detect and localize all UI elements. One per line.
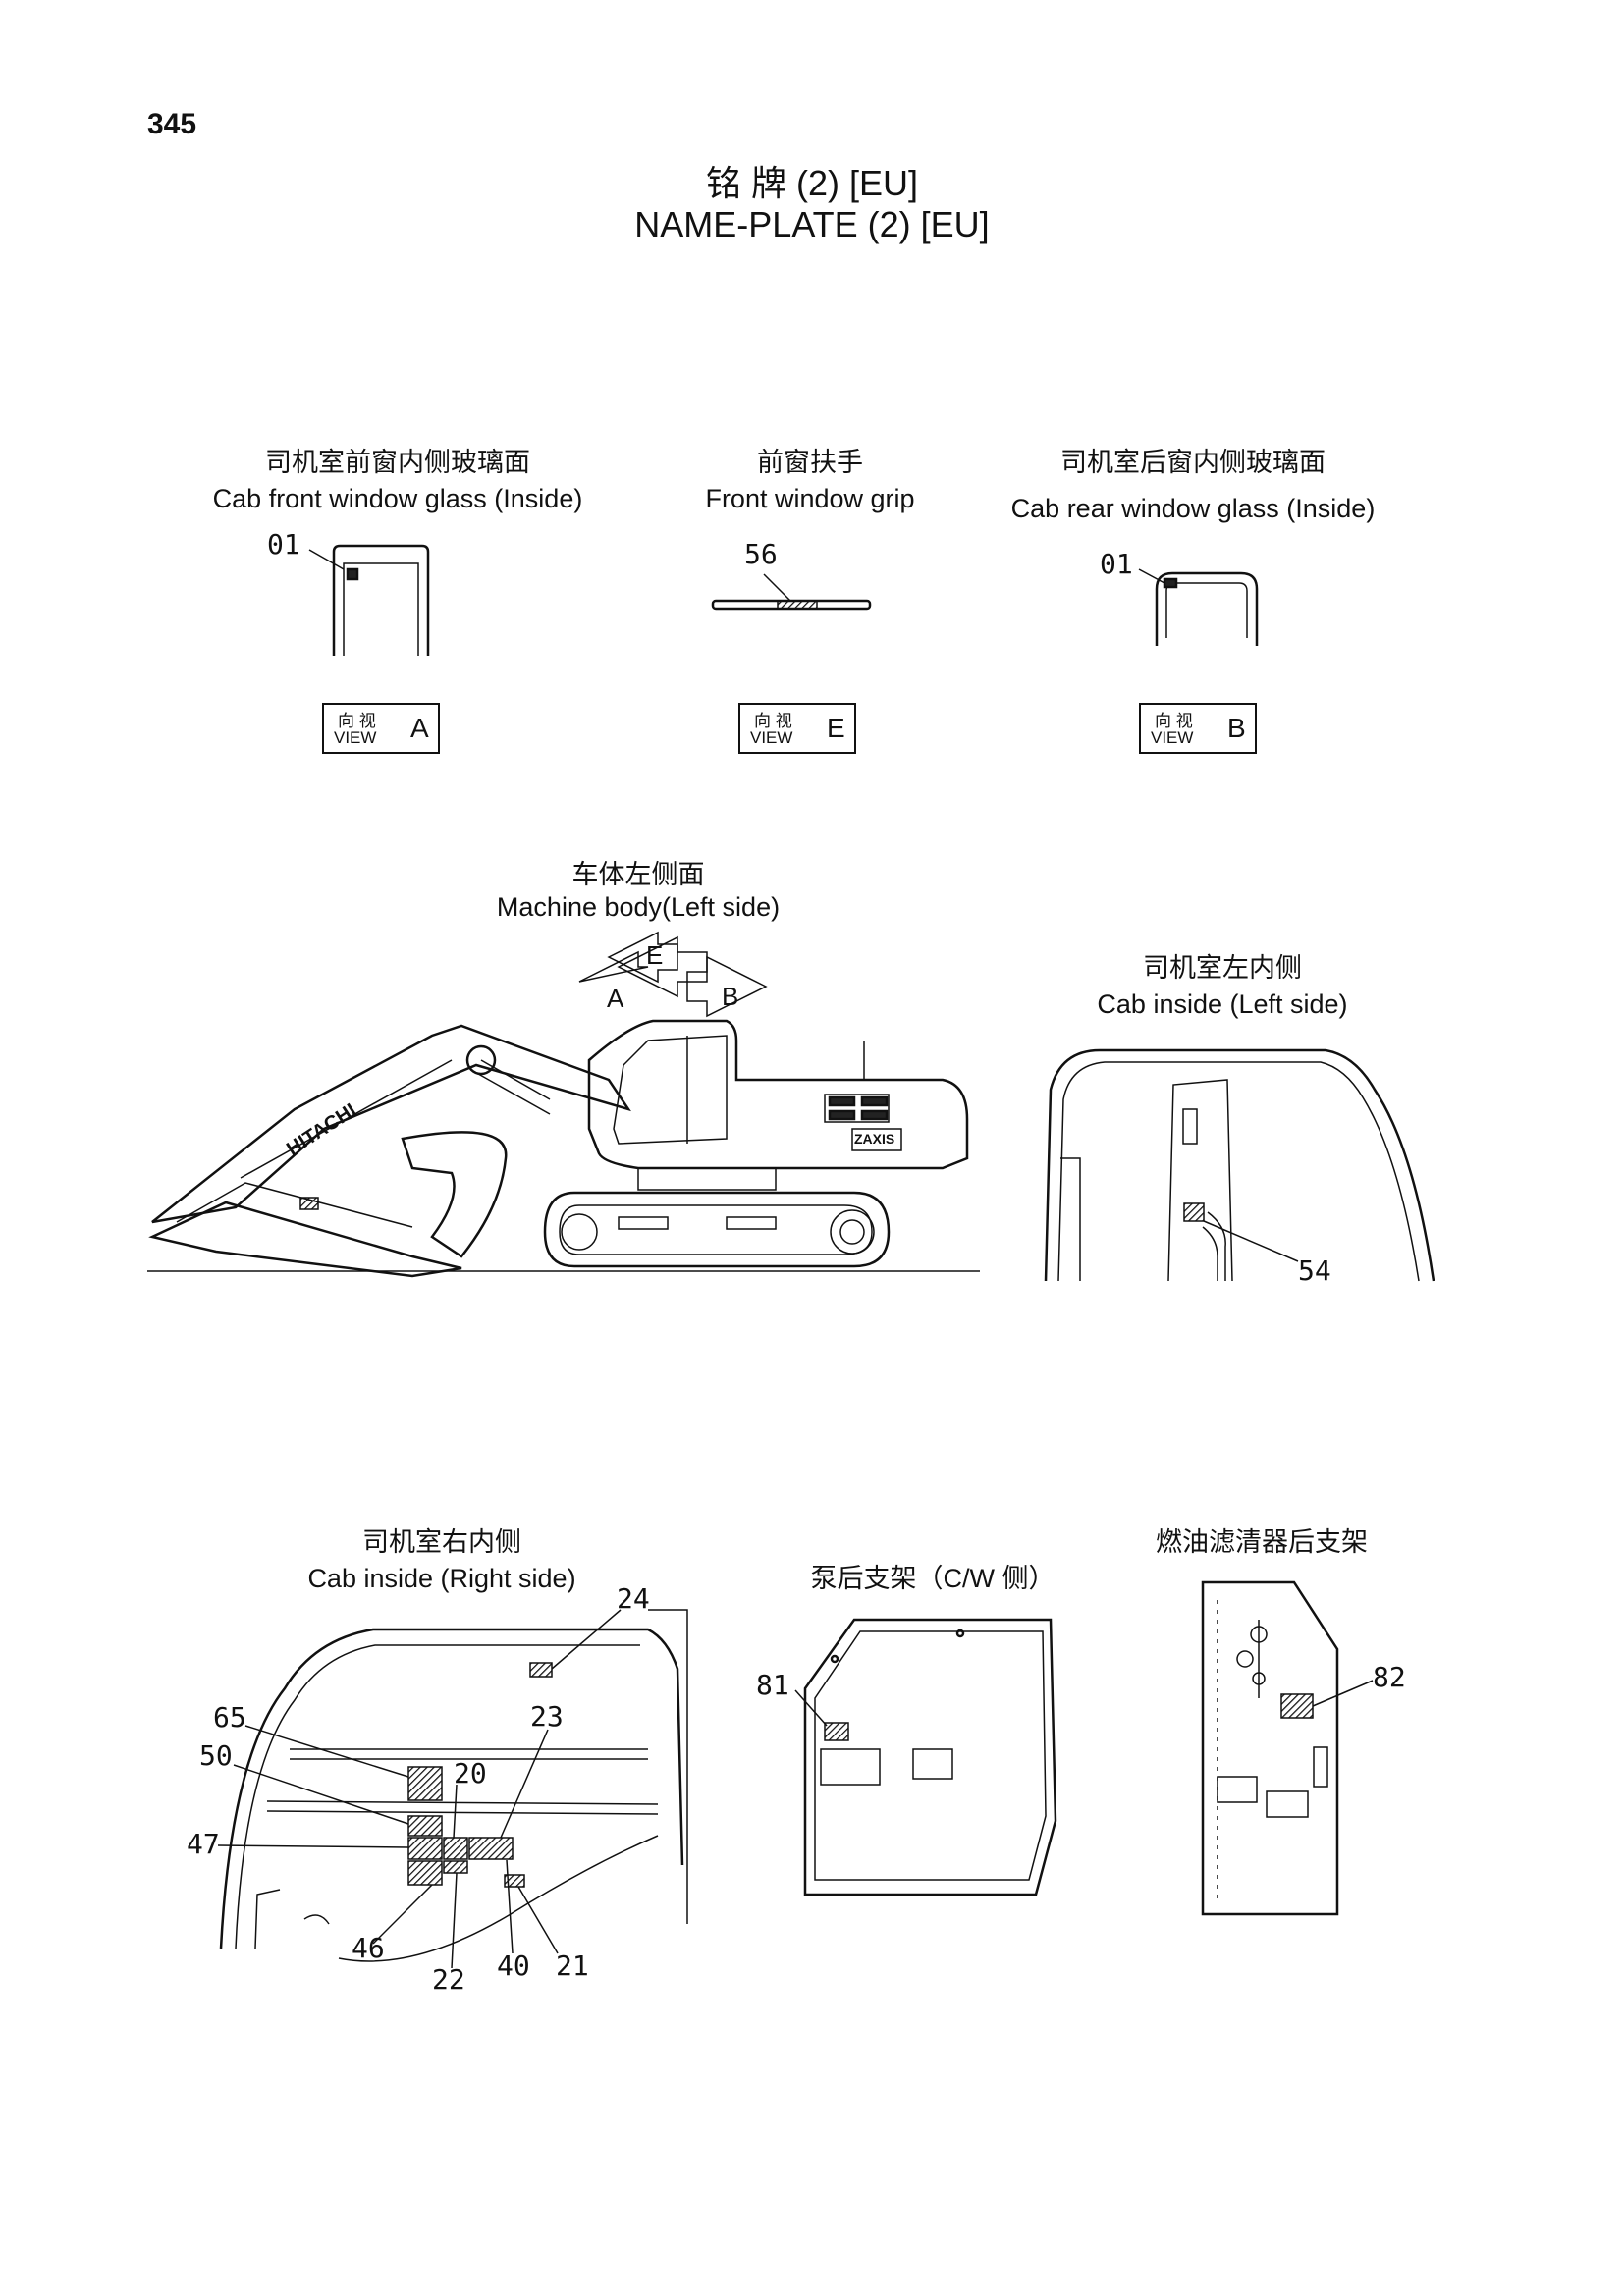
rear-glass-label-en: Cab rear window glass (Inside) — [1010, 494, 1376, 523]
callout-24: 24 — [617, 1582, 650, 1615]
leader-50 — [233, 1764, 409, 1825]
plate-47 — [407, 1837, 443, 1860]
leader-81 — [794, 1689, 828, 1727]
filter-bracket-figure — [1201, 1580, 1374, 1916]
leader-40 — [506, 1859, 514, 1954]
upper-structure — [587, 1019, 969, 1170]
plate-20 — [443, 1837, 468, 1860]
callout-47: 47 — [187, 1828, 220, 1860]
callout-23: 23 — [530, 1700, 564, 1733]
arrow-b-letter: B — [722, 982, 739, 1011]
callout-46: 46 — [352, 1932, 385, 1964]
callout-54: 54 — [1298, 1255, 1331, 1287]
view-b-letter: B — [1227, 713, 1246, 743]
front-glass-label-cn: 司机室前窗内侧玻璃面 — [265, 448, 530, 477]
front-glass-figure — [308, 544, 430, 656]
boom — [151, 1024, 631, 1224]
filter-bracket-label-cn: 燃油滤清器后支架 — [1156, 1527, 1368, 1557]
pump-bracket-plate — [803, 1618, 1057, 1896]
plate-24 — [529, 1662, 553, 1678]
cab-left-frame — [1044, 1048, 1435, 1282]
title-cn: 铭 牌 (2) [EU] — [705, 163, 919, 203]
front-glass-label-en: Cab front window glass (Inside) — [212, 484, 583, 513]
excavator-figure — [147, 931, 980, 1278]
plate-22 — [443, 1860, 468, 1874]
plate-82 — [1280, 1693, 1314, 1719]
leader-21 — [517, 1886, 559, 1954]
plate-01-rear — [1163, 577, 1178, 589]
leader-23 — [500, 1729, 549, 1839]
machine-body-label-cn: 车体左侧面 — [571, 860, 705, 889]
callout-65: 65 — [213, 1701, 246, 1734]
cab-left-figure — [1044, 1048, 1435, 1282]
callout-56: 56 — [744, 538, 778, 570]
callout-01-front: 01 — [267, 528, 300, 561]
arm — [148, 1201, 462, 1278]
front-grip-figure — [711, 573, 872, 611]
plate-23 — [468, 1837, 514, 1860]
plate-81 — [824, 1722, 849, 1741]
rear-glass-label-cn: 司机室后窗内侧玻璃面 — [1060, 448, 1326, 477]
page-number: 345 — [147, 108, 197, 140]
machine-body-label-en: Machine body(Left side) — [496, 892, 781, 922]
track — [543, 1191, 891, 1268]
arrow-a-letter: A — [607, 984, 624, 1013]
callout-82: 82 — [1373, 1661, 1406, 1693]
plate-54 — [1183, 1202, 1205, 1222]
callout-01-rear: 01 — [1100, 548, 1133, 580]
cab-left-label-en: Cab inside (Left side) — [1097, 989, 1348, 1019]
plate-65 — [407, 1766, 443, 1801]
plate-56 — [777, 600, 818, 610]
model-zaxis: ZAXIS — [854, 1131, 895, 1147]
callout-50: 50 — [199, 1739, 233, 1772]
leader-22 — [451, 1872, 458, 1969]
filter-bracket-plate — [1201, 1580, 1339, 1916]
rear-glass-figure — [1138, 568, 1259, 646]
leader-01-front — [308, 549, 345, 570]
leader-82 — [1312, 1680, 1374, 1707]
callout-21: 21 — [556, 1949, 589, 1982]
cab-right-figure — [217, 1609, 688, 1969]
front-grip-label-cn: 前窗扶手 — [757, 448, 863, 477]
plate-46 — [407, 1860, 443, 1886]
cab-left-label-cn: 司机室左内侧 — [1143, 953, 1302, 983]
plate-01-front — [346, 567, 359, 581]
title-en: NAME-PLATE (2) [EU] — [634, 204, 990, 244]
plate-21 — [504, 1874, 525, 1888]
leader-56 — [763, 573, 791, 602]
callout-20: 20 — [454, 1757, 487, 1789]
leader-54 — [1203, 1220, 1299, 1262]
boom-pin — [465, 1044, 497, 1076]
arrow-b — [686, 955, 768, 1018]
plate-50 — [407, 1815, 443, 1837]
leader-47 — [217, 1844, 409, 1848]
cab-right-label-cn: 司机室右内侧 — [362, 1527, 521, 1557]
leader-20 — [453, 1784, 458, 1839]
front-grip-label-en: Front window grip — [705, 484, 915, 513]
leader-24 — [551, 1609, 622, 1670]
view-e-letter: E — [827, 713, 845, 743]
cab-outline — [613, 1035, 728, 1145]
callout-22: 22 — [432, 1963, 465, 1996]
arrow-e — [607, 931, 678, 984]
view-a-letter: A — [410, 713, 429, 743]
leader-01-rear — [1138, 568, 1165, 584]
view-a-box: 向 视 VIEW A — [322, 703, 440, 754]
leader-65 — [244, 1725, 409, 1778]
callout-81: 81 — [756, 1669, 789, 1701]
view-e-box: 向 视 VIEW E — [738, 703, 856, 754]
bucket — [401, 1131, 508, 1258]
leader-46 — [372, 1884, 433, 1945]
pump-bracket-figure — [794, 1618, 1057, 1896]
view-b-box: 向 视 VIEW B — [1139, 703, 1257, 754]
cab-right-frame — [219, 1628, 684, 1949]
cab-right-label-en: Cab inside (Right side) — [307, 1564, 576, 1593]
arrow-e-letter: E — [646, 940, 664, 970]
callout-40: 40 — [497, 1949, 530, 1982]
pump-bracket-label-cn: 泵后支架（C/W 侧） — [810, 1564, 1056, 1593]
